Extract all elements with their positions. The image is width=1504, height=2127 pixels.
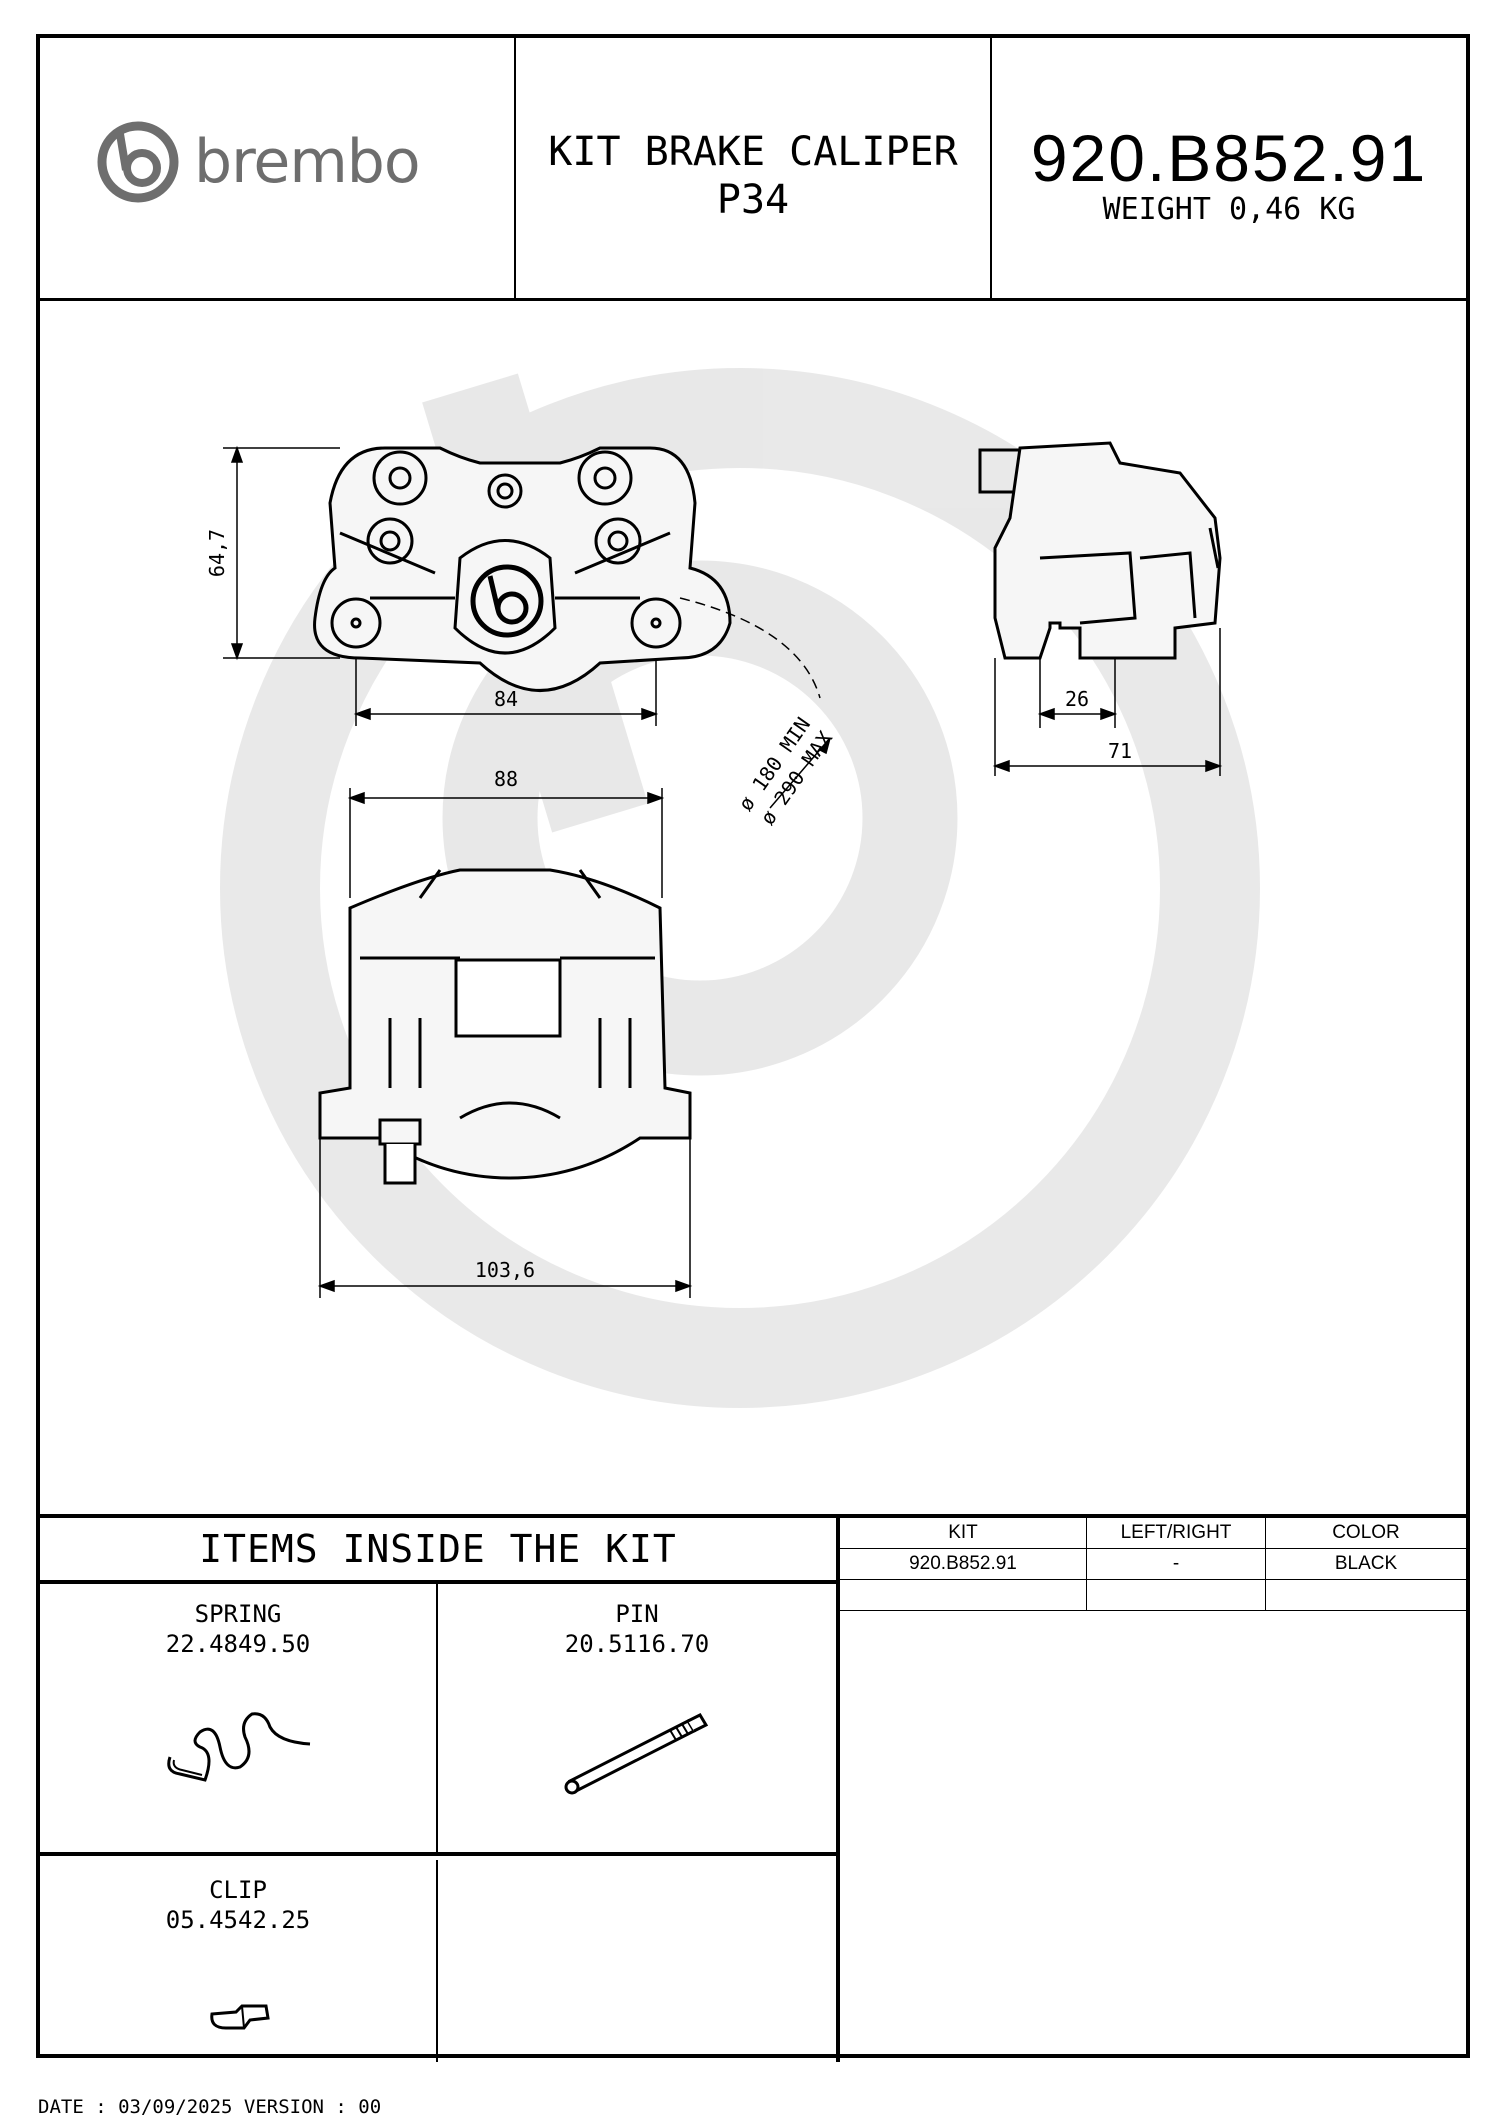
weight-label: WEIGHT 0,46 KG xyxy=(1102,192,1356,227)
kit-contents-section: ITEMS INSIDE THE KIT SPRING 22.4849.50 P… xyxy=(40,1514,1466,2062)
dim-width-front-label: 84 xyxy=(494,687,518,711)
cell-empty xyxy=(840,1579,1087,1611)
cell-empty xyxy=(1086,1579,1266,1611)
kit-title: KIT BRAKE CALIPER P34 xyxy=(516,128,990,224)
side-dimensions xyxy=(992,628,1223,776)
dim-bottom-width-label: 103,6 xyxy=(475,1258,535,1282)
drawing-sheet: brembo KIT BRAKE CALIPER P34 920.B852.91… xyxy=(36,34,1470,2062)
brembo-logo: brembo xyxy=(96,120,421,204)
footer-date-version: DATE : 03/09/2025 VERSION : 00 xyxy=(38,2096,382,2118)
item-pin: PIN 20.5116.70 xyxy=(438,1584,836,1856)
brand-name: brembo xyxy=(194,127,421,197)
item-spring: SPRING 22.4849.50 xyxy=(40,1584,438,1856)
top-dimensions xyxy=(317,788,693,1298)
logo-cell: brembo xyxy=(40,38,516,298)
item-code: 22.4849.50 xyxy=(165,1630,311,1658)
items-panel: ITEMS INSIDE THE KIT SPRING 22.4849.50 P… xyxy=(40,1518,840,2062)
pin-icon xyxy=(564,1713,709,1795)
cell-left-right: - xyxy=(1086,1548,1266,1580)
header-color: COLOR xyxy=(1265,1518,1466,1549)
technical-drawing: 64,7 84 ø 180 MIN ø 290 MAX xyxy=(40,298,1466,1514)
kit-title-line2: P34 xyxy=(716,177,790,223)
part-number-cell: 920.B852.91 WEIGHT 0,46 KG xyxy=(992,38,1466,298)
dim-top-width-label: 88 xyxy=(494,767,518,791)
caliper-top-view xyxy=(318,868,692,1185)
cell-empty xyxy=(1265,1579,1466,1611)
spring-icon xyxy=(167,1712,311,1782)
item-code: 20.5116.70 xyxy=(564,1630,710,1658)
header-kit: KIT xyxy=(840,1518,1087,1549)
caliper-side-view xyxy=(978,441,1222,660)
caliper-drawing: 64,7 84 ø 180 MIN ø 290 MAX xyxy=(205,368,1260,1408)
kit-title-line1: KIT BRAKE CALIPER xyxy=(548,129,958,175)
header-left-right: LEFT/RIGHT xyxy=(1086,1518,1266,1549)
dim-height-label: 64,7 xyxy=(205,529,229,577)
clip-icon xyxy=(210,2004,270,2030)
item-name: CLIP xyxy=(209,1876,267,1904)
table-header-row: KIT LEFT/RIGHT COLOR xyxy=(840,1518,1466,1549)
brembo-logo-icon xyxy=(97,121,179,203)
dim-side-inner-label: 26 xyxy=(1065,687,1089,711)
dim-side-total-label: 71 xyxy=(1108,739,1132,763)
kit-table: KIT LEFT/RIGHT COLOR 920.B852.91 - BLACK xyxy=(840,1518,1466,1611)
item-name: PIN xyxy=(615,1600,659,1628)
items-title: ITEMS INSIDE THE KIT xyxy=(40,1518,836,1584)
caliper-front-view xyxy=(313,446,732,692)
table-row: 920.B852.91 - BLACK xyxy=(840,1548,1466,1580)
item-code: 05.4542.25 xyxy=(165,1906,311,1934)
item-clip: CLIP 05.4542.25 xyxy=(40,1860,438,2062)
item-name: SPRING xyxy=(194,1600,282,1628)
cell-kit: 920.B852.91 xyxy=(840,1548,1087,1580)
front-dimensions xyxy=(223,445,831,809)
cell-color: BLACK xyxy=(1265,1548,1466,1580)
title-block: brembo KIT BRAKE CALIPER P34 920.B852.91… xyxy=(40,38,1466,301)
table-row-empty xyxy=(840,1579,1466,1611)
item-empty-slot xyxy=(438,1860,836,2062)
part-number: 920.B852.91 xyxy=(1030,121,1428,195)
kit-title-cell: KIT BRAKE CALIPER P34 xyxy=(516,38,992,298)
